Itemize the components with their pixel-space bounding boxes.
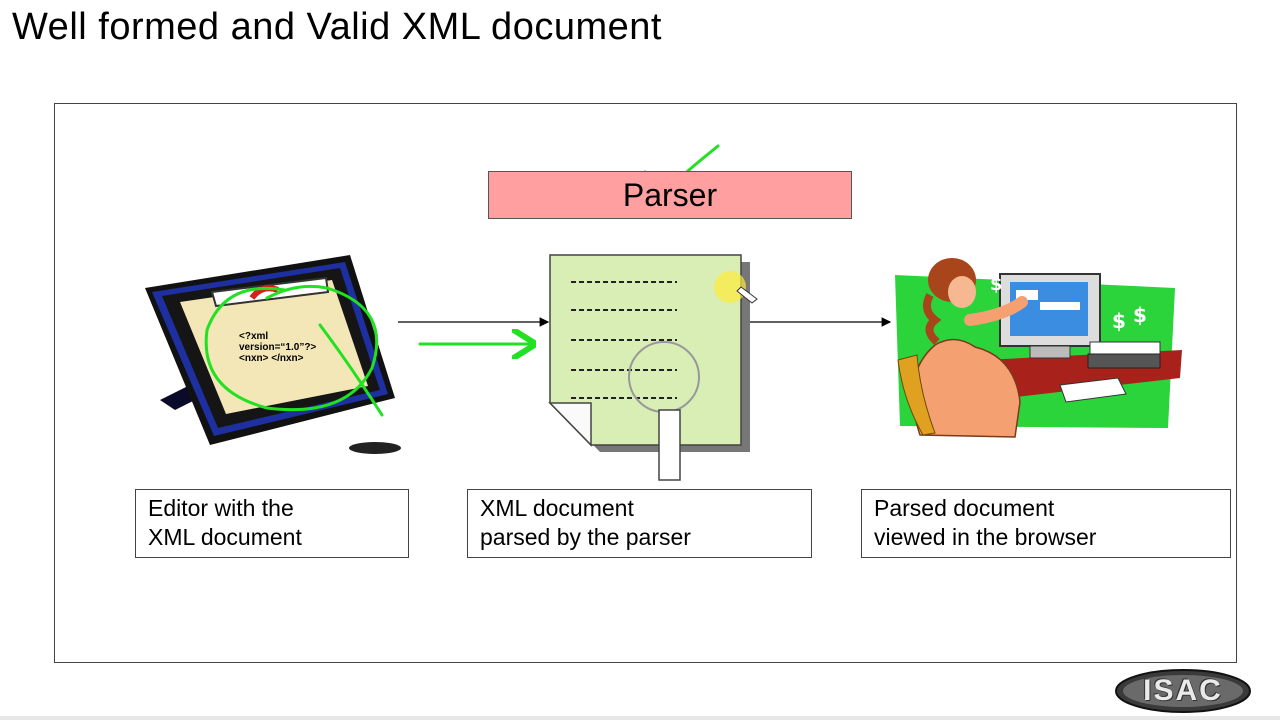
caption-browser-line: Parsed document <box>874 495 1055 521</box>
caption-editor-line: XML document <box>148 524 302 550</box>
slide-title: Well formed and Valid XML document <box>12 6 662 48</box>
xml-snippet-line: <nxn> </nxn> <box>239 353 304 364</box>
caption-parsed: XML document parsed by the parser <box>467 489 812 558</box>
caption-editor: Editor with the XML document <box>135 489 409 558</box>
svg-text:$: $ <box>990 274 1003 295</box>
xml-snippet-line: version=“1.0”?> <box>239 342 317 353</box>
svg-text:$: $ <box>1112 309 1126 333</box>
xml-snippet: <?xml version=“1.0”?> <nxn> </nxn> <box>239 331 316 364</box>
parser-box: Parser <box>488 171 852 219</box>
bottom-divider <box>0 716 1280 720</box>
document-magnifier-icon <box>548 254 758 481</box>
caption-parsed-line: XML document <box>480 495 634 521</box>
svg-text:$: $ <box>1133 303 1147 327</box>
isac-logo-text: ISAC <box>1143 674 1223 707</box>
caption-browser: Parsed document viewed in the browser <box>861 489 1231 558</box>
caption-editor-line: Editor with the <box>148 495 294 521</box>
xml-snippet-line: <?xml <box>239 331 269 342</box>
editor-tablet-icon <box>145 255 401 454</box>
isac-logo: ISAC <box>1114 668 1252 714</box>
caption-parsed-line: parsed by the parser <box>480 524 691 550</box>
woman-at-computer-icon: $ $ $ <box>895 258 1182 438</box>
caption-browser-line: viewed in the browser <box>874 524 1097 550</box>
